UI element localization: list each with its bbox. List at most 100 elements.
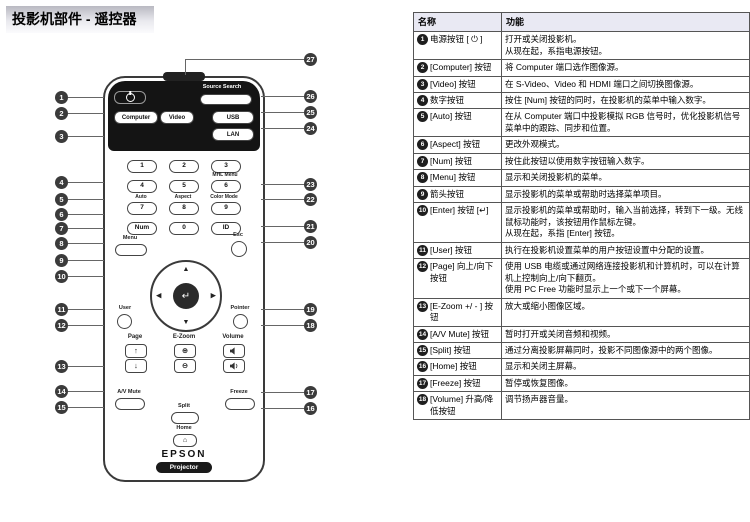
callout-15: 15 <box>55 401 68 414</box>
av-mute-label: A/V Mute <box>117 389 141 395</box>
power-button <box>114 91 146 104</box>
callout-line <box>261 226 304 227</box>
callout-line <box>68 309 104 310</box>
button-name: [Page] 向上/向下按钮 <box>430 261 494 283</box>
row-number-badge: 11 <box>417 244 428 256</box>
row-number-badge: 12 <box>417 261 428 273</box>
pointer-button <box>233 314 248 329</box>
button-function: 打开或关闭投影机。 从现在起，系指电源按钮。 <box>501 31 750 61</box>
callout-line <box>261 325 304 326</box>
esc-label: Esc <box>233 232 243 238</box>
digit-3-button: 3 <box>211 160 241 173</box>
row-number-badge: 16 <box>417 361 428 373</box>
brand-badge: Projector <box>156 462 212 473</box>
callout-line <box>261 242 304 243</box>
user-label: User <box>118 305 132 311</box>
source-search-button <box>200 94 252 105</box>
page-down-icon: ↓ <box>134 361 138 371</box>
speaker-loud-icon <box>230 362 238 370</box>
button-function: 在从 Computer 端口中投影模拟 RGB 信号时，优化投影机信号菜单中的跟… <box>501 108 750 138</box>
callout-line <box>68 214 104 215</box>
digit-1-button: 1 <box>127 160 157 173</box>
button-function: 按住此按钮以使用数字按钮输入数字。 <box>501 152 750 171</box>
callout-24: 24 <box>304 122 317 135</box>
callout-line <box>261 184 304 185</box>
button-function: 暂时打开或关闭音频和视频。 <box>501 325 750 343</box>
callout-line <box>261 199 304 200</box>
callout-line <box>261 128 304 129</box>
home-button: ⌂ <box>173 434 197 447</box>
pointer-label: Pointer <box>230 305 250 311</box>
callout-8: 8 <box>55 237 68 250</box>
row-number-badge: 6 <box>417 139 428 151</box>
callout-10: 10 <box>55 270 68 283</box>
column-header-name: 名称 <box>413 11 502 33</box>
row-number-badge: 7 <box>417 155 428 167</box>
e-zoom-in-button: ⊕ <box>174 344 196 358</box>
digit-9-button: 9 <box>211 202 241 215</box>
table-row: 16[Home] 按钮显示和关闭主屏幕。 <box>413 358 750 376</box>
table-row: 6[Aspect] 按钮更改外观模式。 <box>413 136 750 154</box>
callout-line <box>68 260 104 261</box>
arrow-left-icon: ◀ <box>156 292 162 300</box>
callout-1: 1 <box>55 91 68 104</box>
button-name: [Video] 按钮 <box>430 78 476 89</box>
row-number-badge: 8 <box>417 172 428 184</box>
digit-5-button: 5 <box>169 180 199 193</box>
split-label: Split <box>178 403 190 409</box>
callout-line <box>68 228 104 229</box>
callout-line <box>68 182 104 183</box>
callout-4: 4 <box>55 176 68 189</box>
table-row: 15[Split] 按钮通过分离投影屏幕同时，投影不同图像源中的两个图像。 <box>413 341 750 360</box>
button-name: [Computer] 按钮 <box>430 62 492 73</box>
callout-line <box>68 199 104 200</box>
callout-12: 12 <box>55 319 68 332</box>
button-name: [User] 按钮 <box>430 244 473 255</box>
freeze-button <box>225 398 255 410</box>
callout-line <box>261 96 304 97</box>
num-button: Num <box>127 222 157 235</box>
zoom-out-icon: ⊖ <box>181 361 189 371</box>
page-up-button: ↑ <box>125 344 147 358</box>
digit-0-button: 0 <box>169 222 199 235</box>
digit-2-button: 2 <box>169 160 199 173</box>
table-row: 2[Computer] 按钮将 Computer 端口选作图像源。 <box>413 59 750 77</box>
button-function: 通过分离投影屏幕同时，投影不同图像源中的两个图像。 <box>501 341 750 360</box>
callout-23: 23 <box>304 178 317 191</box>
button-name: [Freeze] 按钮 <box>430 377 481 388</box>
button-name: 数字按钮 <box>430 95 465 106</box>
arrow-up-icon: ▲ <box>182 266 190 273</box>
home-label: Home <box>176 425 192 431</box>
button-function: 调节扬声器音量。 <box>501 391 750 421</box>
button-name: 箭头按钮 <box>430 188 465 199</box>
button-name: [Auto] 按钮 <box>430 111 472 122</box>
callout-9: 9 <box>55 254 68 267</box>
enter-button: ↵ <box>173 283 199 309</box>
table-row: 14[A/V Mute] 按钮暂时打开或关闭音频和视频。 <box>413 325 750 343</box>
button-function: 显示投影机的菜单或帮助时，输入当前选择，转到下一级。无线鼠标功能时，该按钮用作鼠… <box>501 202 750 243</box>
button-function: 暂停或恢复图像。 <box>501 374 750 393</box>
button-name: [Num] 按钮 <box>430 155 473 166</box>
digit-6-button: 6 <box>211 180 241 193</box>
av-mute-button <box>115 398 145 410</box>
volume-up-button <box>223 359 245 373</box>
e-zoom-out-button: ⊖ <box>174 359 196 373</box>
row-number-badge: 9 <box>417 188 428 200</box>
table-row: 17[Freeze] 按钮暂停或恢复图像。 <box>413 374 750 393</box>
button-function: 使用 USB 电缆或通过网络连接投影机和计算机时，可以在计算机上控制向上/向下翻… <box>501 258 750 299</box>
digit-4-button: 4 <box>127 180 157 193</box>
row-number-badge: 13 <box>417 300 428 312</box>
arrow-pad: ▲ ▼ ◀ ▶ ↵ <box>150 260 222 332</box>
remote-top-section: Source Search Computer Video USB LAN <box>108 81 260 151</box>
brand-logo: EPSON <box>161 449 207 460</box>
callout-line <box>261 112 304 113</box>
menu-label: Menu <box>122 235 138 241</box>
digit-7-button: 7 <box>127 202 157 215</box>
callout-17: 17 <box>304 386 317 399</box>
callout-line <box>68 366 104 367</box>
remote-diagram-panel: 投影机部件 - 遥控器 Source Search Computer Video… <box>0 0 413 522</box>
page-down-button: ↓ <box>125 359 147 373</box>
volume-label: Volume <box>222 334 244 340</box>
